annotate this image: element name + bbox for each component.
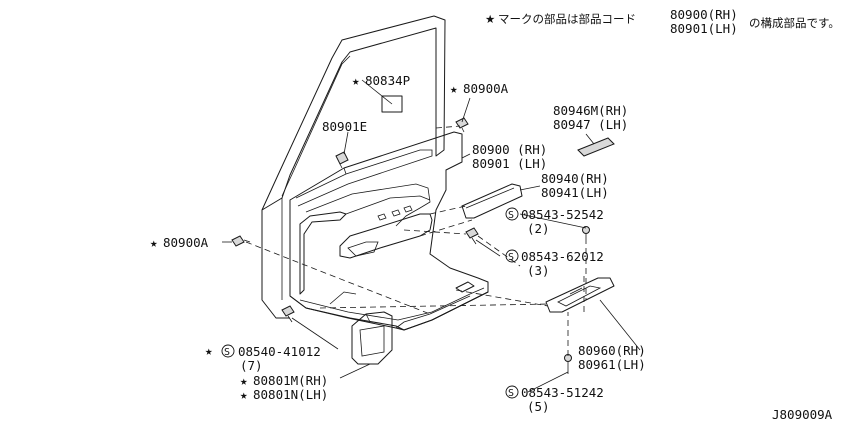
legend-star: ★ [485, 12, 495, 26]
label-08540-41012: 08540-41012 [238, 344, 321, 359]
legend-code-lh: 80901(LH) [670, 21, 738, 36]
legend-note: ★ マークの部品は部品コード 80900(RH) 80901(LH) の構成部品… [485, 7, 840, 36]
screw-08543-62012 [465, 227, 479, 245]
part-80940-armrest-pad [461, 183, 523, 219]
label-08543-62012: 08543-62012 [521, 249, 604, 264]
clip-80900a-top [455, 117, 469, 133]
label-80901-lh: 80901 (LH) [472, 156, 547, 171]
label-80900-rh: 80900 (RH) [472, 142, 547, 157]
label-80960: 80960(RH) [578, 343, 646, 358]
clip-80900a-left [231, 235, 251, 247]
label-80901e: 80901E [322, 119, 367, 134]
legend-suffix: の構成部品です。 [749, 16, 840, 30]
qty-3: (3) [527, 263, 550, 278]
clip-80901e [335, 151, 349, 169]
screw-08543-51242 [564, 354, 572, 374]
legend-code-rh: 80900(RH) [670, 7, 738, 22]
part-80946m-strip [577, 137, 615, 157]
label-08543-51242: 08543-51242 [521, 385, 604, 400]
screw-symbol-51242 [505, 385, 519, 399]
screw-s-52542: S [508, 210, 514, 221]
star-80801n: ★ [240, 387, 248, 402]
star-80834p: ★ [352, 73, 360, 88]
label-80801m: 80801M(RH) [253, 373, 328, 388]
label-80946m: 80946M(RH) [553, 103, 628, 118]
label-80834p: 80834P [365, 73, 410, 88]
screw-symbol-52542 [505, 207, 519, 221]
screw-08543-52542 [582, 226, 590, 244]
screw-s-51242: S [508, 388, 514, 399]
label-08543-52542: 08543-52542 [521, 207, 604, 222]
star-80801m: ★ [240, 373, 248, 388]
part-80801m-pocket [351, 311, 393, 365]
door-frame [261, 15, 446, 319]
qty-2: (2) [527, 221, 550, 236]
label-80900a-top: 80900A [463, 81, 509, 96]
door-trim-panel [289, 131, 489, 331]
diagram-code: J809009A [772, 407, 833, 422]
star-08540-41012: ★ [205, 343, 213, 358]
assembly-lines [245, 125, 587, 356]
screw-s-41012: S [224, 347, 230, 358]
screw-symbol-41012 [221, 344, 235, 358]
label-80900a-left: 80900A [163, 235, 209, 250]
screw-08540-41012 [281, 305, 295, 323]
part-80960-switch-bezel [545, 277, 615, 313]
label-80941: 80941(LH) [541, 185, 609, 200]
star-80900a-left: ★ [150, 235, 158, 250]
screw-s-62012: S [508, 252, 514, 263]
star-80900a-top: ★ [450, 81, 458, 96]
label-80947: 80947 (LH) [553, 117, 628, 132]
legend-prefix: マークの部品は部品コード [498, 12, 636, 26]
qty-7: (7) [240, 358, 263, 373]
screw-symbol-62012 [505, 249, 519, 263]
label-80961: 80961(LH) [578, 357, 646, 372]
qty-5: (5) [527, 399, 550, 414]
label-80834p-tag [381, 95, 403, 113]
leader-lines [222, 79, 641, 393]
part-labels: ★ 80834P ★ 80900A 80901E 80946M(RH) 8094… [150, 73, 646, 414]
label-80940: 80940(RH) [541, 171, 609, 186]
label-80801n: 80801N(LH) [253, 387, 328, 402]
